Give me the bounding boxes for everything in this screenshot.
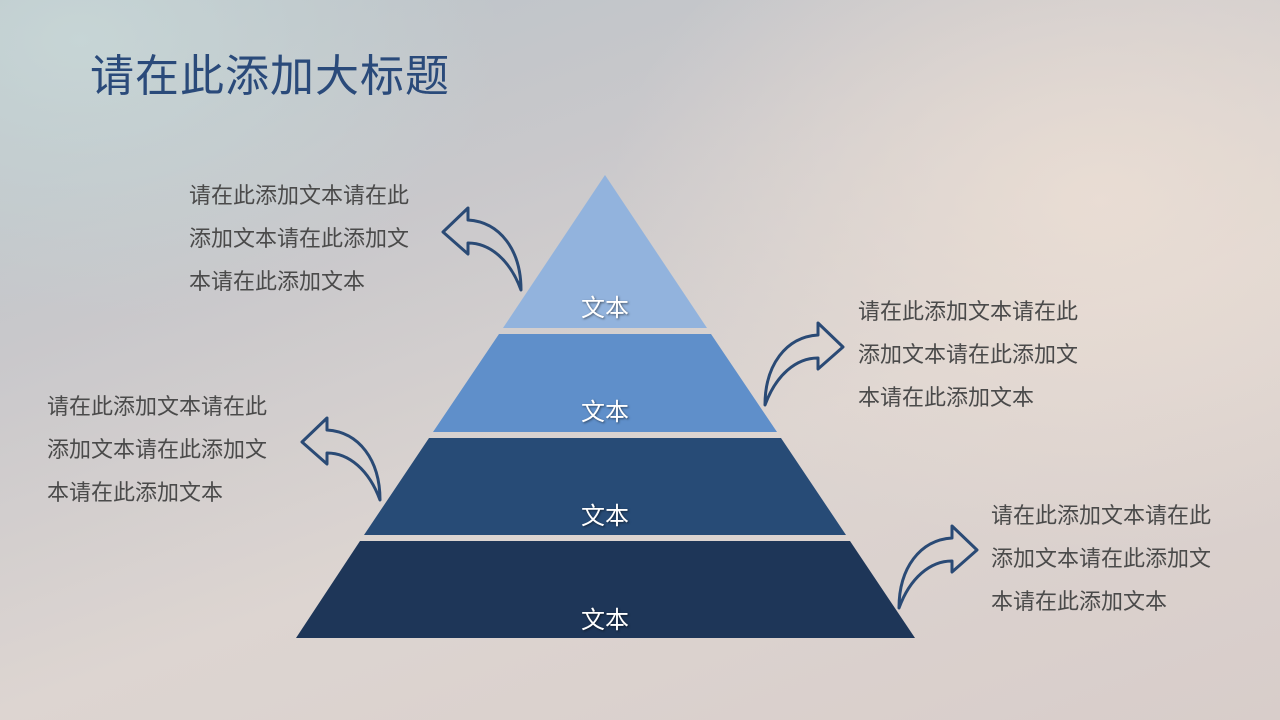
curved-arrow-icon — [763, 321, 845, 407]
slide-title: 请在此添加大标题 — [90, 51, 450, 102]
layer-3-label: 文本 — [581, 502, 629, 530]
layer-1-label: 文本 — [581, 294, 629, 322]
text-line: 请在此添加文本请在此 — [189, 184, 410, 209]
text-line: 请在此添加文本请在此 — [991, 504, 1212, 529]
curved-arrow-icon — [441, 206, 523, 292]
pyramid-layer-2 — [433, 334, 777, 432]
text-block-middle-right: 请在此添加文本请在此 添加文本请在此添加文 本请在此添加文本 — [858, 291, 1108, 420]
text-line: 添加文本请在此添加文 — [991, 547, 1212, 572]
text-line: 添加文本请在此添加文 — [858, 343, 1079, 368]
pyramid-layer-3 — [364, 438, 846, 535]
text-block-bottom-right: 请在此添加文本请在此 添加文本请在此添加文 本请在此添加文本 — [991, 495, 1241, 624]
pyramid-layer-4 — [296, 541, 915, 638]
text-line: 请在此添加文本请在此 — [47, 395, 268, 420]
text-line: 添加文本请在此添加文 — [47, 438, 268, 463]
curved-arrow-icon — [300, 416, 382, 502]
text-line: 本请在此添加文本 — [47, 481, 224, 506]
text-line: 本请在此添加文本 — [189, 270, 366, 295]
text-line: 添加文本请在此添加文 — [189, 227, 410, 252]
text-line: 本请在此添加文本 — [858, 386, 1035, 411]
curved-arrow-icon — [897, 524, 979, 610]
layer-2-label: 文本 — [581, 398, 629, 426]
text-line: 本请在此添加文本 — [991, 590, 1168, 615]
pyramid-layer-1 — [503, 175, 707, 328]
text-block-middle-left: 请在此添加文本请在此 添加文本请在此添加文 本请在此添加文本 — [47, 386, 297, 515]
text-block-top-left: 请在此添加文本请在此 添加文本请在此添加文 本请在此添加文本 — [189, 175, 439, 304]
text-line: 请在此添加文本请在此 — [858, 300, 1079, 325]
layer-4-label: 文本 — [581, 606, 629, 634]
